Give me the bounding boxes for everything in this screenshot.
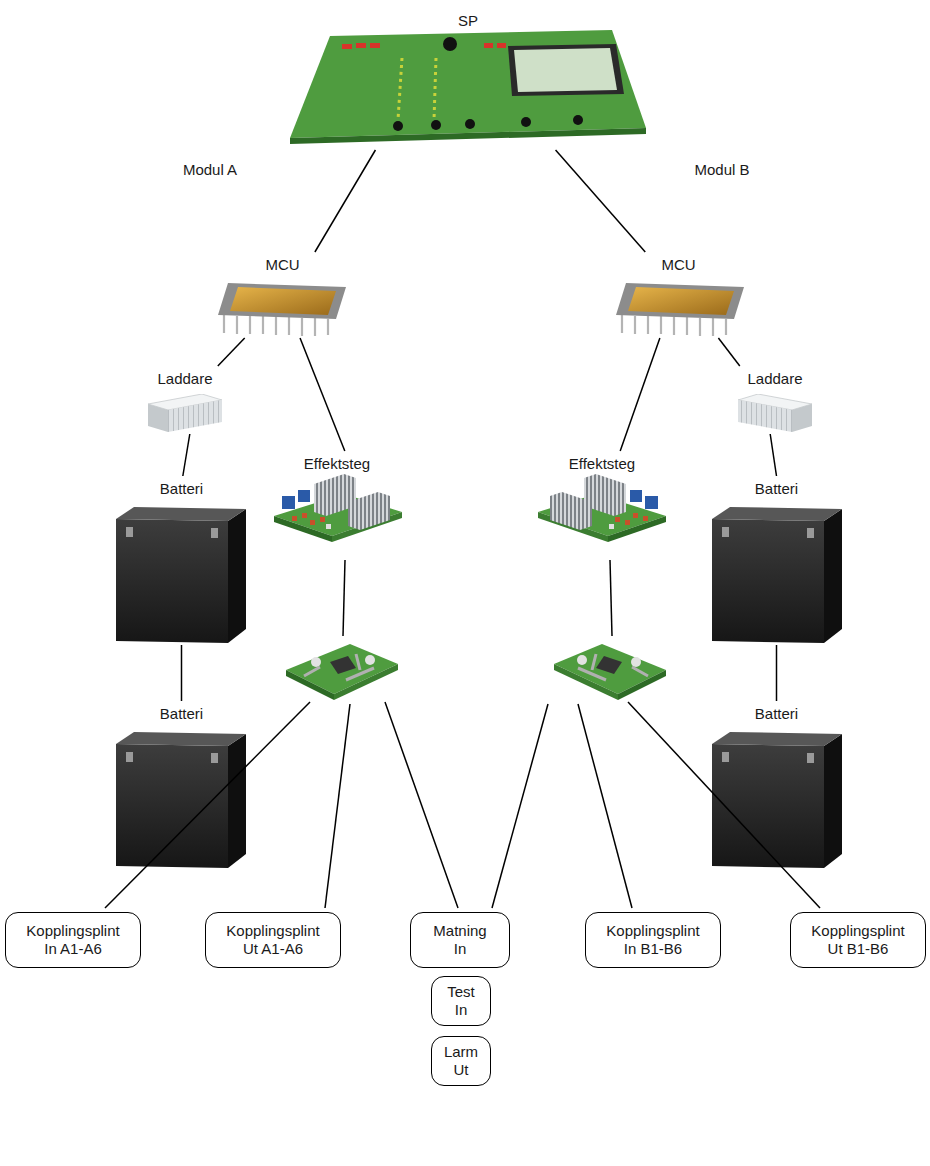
- power-stage-figure: [538, 474, 666, 542]
- connector-line: [620, 338, 660, 451]
- connector-line: [776, 645, 778, 701]
- module-label: Modul A: [183, 161, 237, 179]
- interface-board-figure: [286, 644, 398, 700]
- battery-unit: Batteri: [115, 701, 248, 870]
- battery-unit: Batteri: [115, 476, 248, 645]
- node-label: MCU: [661, 256, 695, 274]
- terminal-box: Matning In: [410, 912, 510, 968]
- charger-unit: Laddare: [145, 366, 225, 434]
- terminal-box: Kopplingsplint Ut A1-A6: [205, 912, 341, 968]
- wire-line: [628, 702, 820, 908]
- node-label: Matning In: [427, 922, 493, 958]
- control-panel: SP: [290, 8, 646, 150]
- power-stage: Effektsteg: [537, 451, 667, 558]
- node-label: Batteri: [160, 705, 203, 723]
- node-label: Kopplingsplint Ut B1-B6: [805, 922, 911, 958]
- battery-figure: [712, 732, 842, 868]
- node-label: Batteri: [160, 480, 203, 498]
- terminal-box: Kopplingsplint In A1-A6: [5, 912, 141, 968]
- battery-figure: [712, 507, 842, 643]
- wire-lines: [105, 560, 820, 908]
- terminal-box: Test In: [431, 976, 491, 1026]
- terminal-box: Kopplingsplint Ut B1-B6: [790, 912, 926, 968]
- node-label: Effektsteg: [569, 455, 635, 473]
- interface-board-figure: [554, 644, 666, 700]
- battery-unit: Batteri: [710, 476, 843, 645]
- mcu-unit: MCU: [215, 252, 350, 338]
- node-label: Laddare: [747, 370, 802, 388]
- node-label: Batteri: [755, 705, 798, 723]
- wire-line: [610, 560, 612, 636]
- control-panel-figure: [290, 30, 646, 144]
- wire-line: [385, 702, 458, 908]
- node-label: Kopplingsplint Ut A1-A6: [220, 922, 326, 958]
- terminal-box: Larm Ut: [431, 1036, 491, 1086]
- mcu-chip-figure: [218, 283, 346, 336]
- node-label: Test In: [439, 983, 483, 1019]
- power-stage-figure: [274, 474, 402, 542]
- wire-line: [343, 560, 345, 636]
- connector-line: [556, 150, 646, 252]
- node-label: SP: [458, 12, 478, 30]
- terminal-box: Kopplingsplint In B1-B6: [585, 912, 721, 968]
- module-label: Modul B: [694, 161, 749, 179]
- battery-figure: [116, 732, 246, 868]
- connector-line: [183, 434, 190, 476]
- mcu-chip-figure: [616, 283, 744, 336]
- connector-line: [315, 150, 376, 252]
- node-label: Larm Ut: [439, 1043, 483, 1079]
- wire-line: [492, 704, 548, 908]
- node-label: Laddare: [157, 370, 212, 388]
- connector-line: [770, 434, 776, 476]
- connector-line: [218, 338, 245, 366]
- battery-figure: [116, 507, 246, 643]
- node-label: Batteri: [755, 480, 798, 498]
- charger-figure: [738, 394, 812, 432]
- node-label: MCU: [265, 256, 299, 274]
- battery-unit: Batteri: [710, 701, 843, 870]
- wire-line: [325, 704, 350, 908]
- connector-line: [181, 645, 183, 701]
- node-label: Effektsteg: [304, 455, 370, 473]
- charger-figure: [148, 394, 222, 432]
- charger-unit: Laddare: [735, 366, 815, 434]
- wire-line: [578, 704, 632, 908]
- power-stage: Effektsteg: [272, 451, 402, 558]
- node-label: Kopplingsplint In B1-B6: [600, 922, 706, 958]
- node-label: Kopplingsplint In A1-A6: [20, 922, 126, 958]
- wire-line: [105, 702, 310, 908]
- mcu-unit: MCU: [612, 252, 745, 338]
- connector-line: [718, 338, 739, 366]
- connector-line: [300, 338, 345, 451]
